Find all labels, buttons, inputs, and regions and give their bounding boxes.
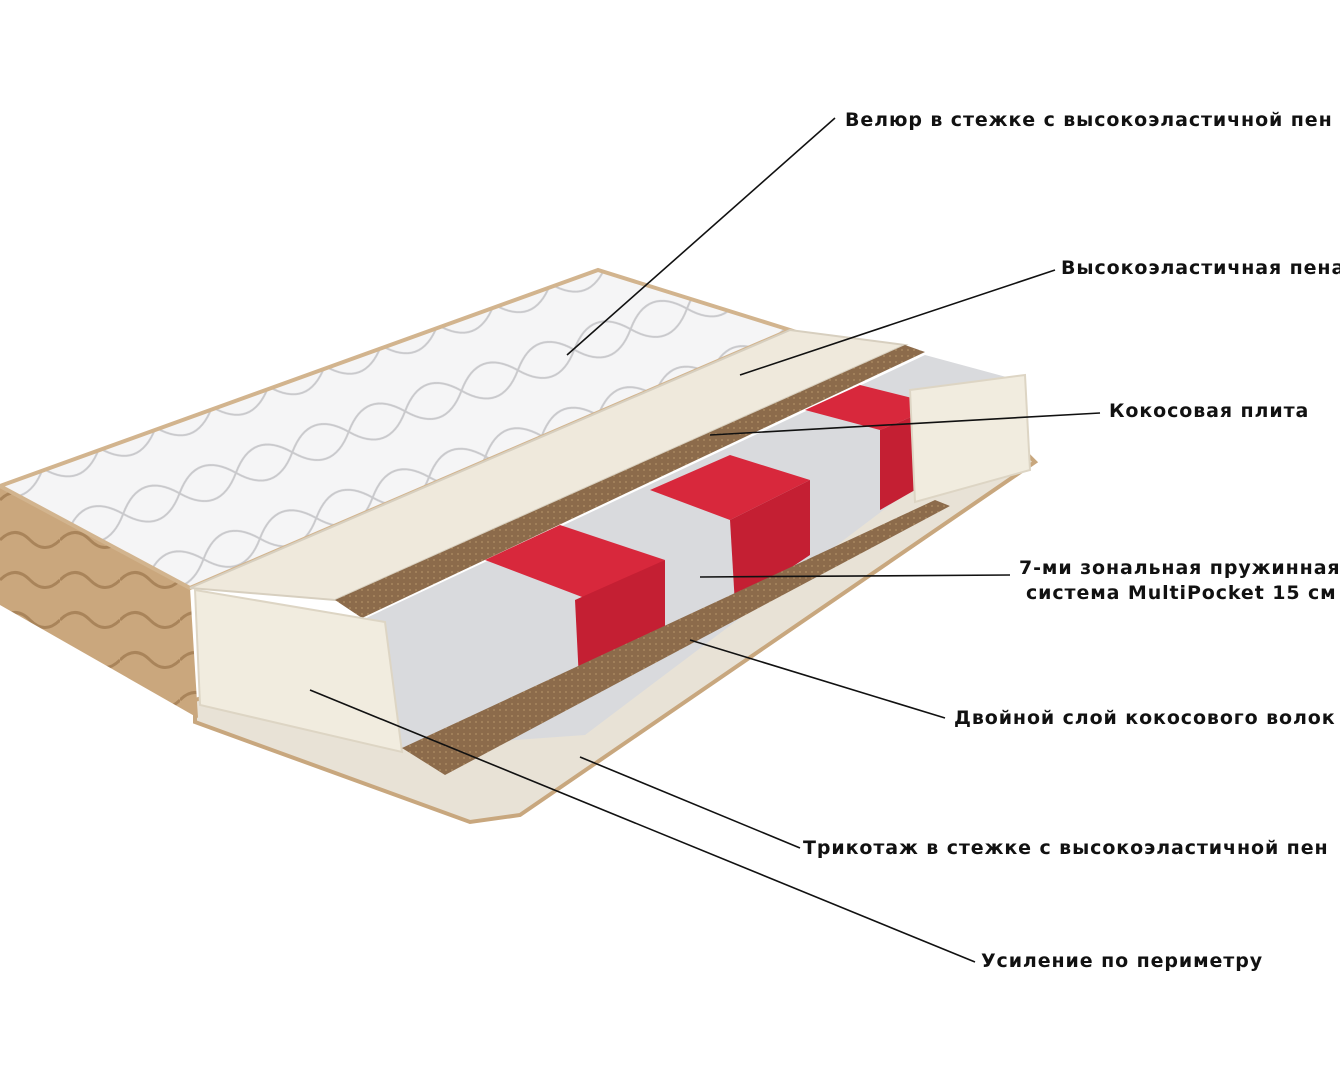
leader-lines xyxy=(309,117,1101,963)
coconut-plate xyxy=(335,345,925,618)
mattress-side xyxy=(0,488,198,718)
leader-line xyxy=(739,269,1056,376)
leader-line xyxy=(309,689,976,963)
leader-line xyxy=(579,756,801,849)
foam-block-front xyxy=(193,588,404,754)
label-perimeter: Усиление по периметру xyxy=(981,950,1264,972)
label-double-coconut: Двойной слой кокосового волок xyxy=(954,707,1336,729)
label-velour: Велюр в стежке с высокоэластичной пен xyxy=(845,109,1333,131)
spring-block xyxy=(362,355,1010,748)
label-foam: Высокоэластичная пена xyxy=(1061,257,1340,279)
spring-zone-red xyxy=(650,455,810,520)
leader-line xyxy=(566,117,836,356)
leader-line xyxy=(689,639,946,719)
leader-line xyxy=(699,574,1011,578)
foam-block-right xyxy=(908,373,1032,504)
bottom-coconut xyxy=(402,500,950,775)
label-coconut-plate: Кокосовая плита xyxy=(1109,400,1310,422)
label-springs-line2: система MultiPocket 15 см xyxy=(1026,582,1337,604)
spring-zone-red xyxy=(730,480,810,605)
spring-zone-red xyxy=(805,385,940,430)
label-knit: Трикотаж в стежке с высокоэластичной пен xyxy=(803,837,1329,859)
leader-line xyxy=(709,412,1101,436)
label-springs-line1: 7-ми зональная пружинная xyxy=(1019,557,1340,579)
